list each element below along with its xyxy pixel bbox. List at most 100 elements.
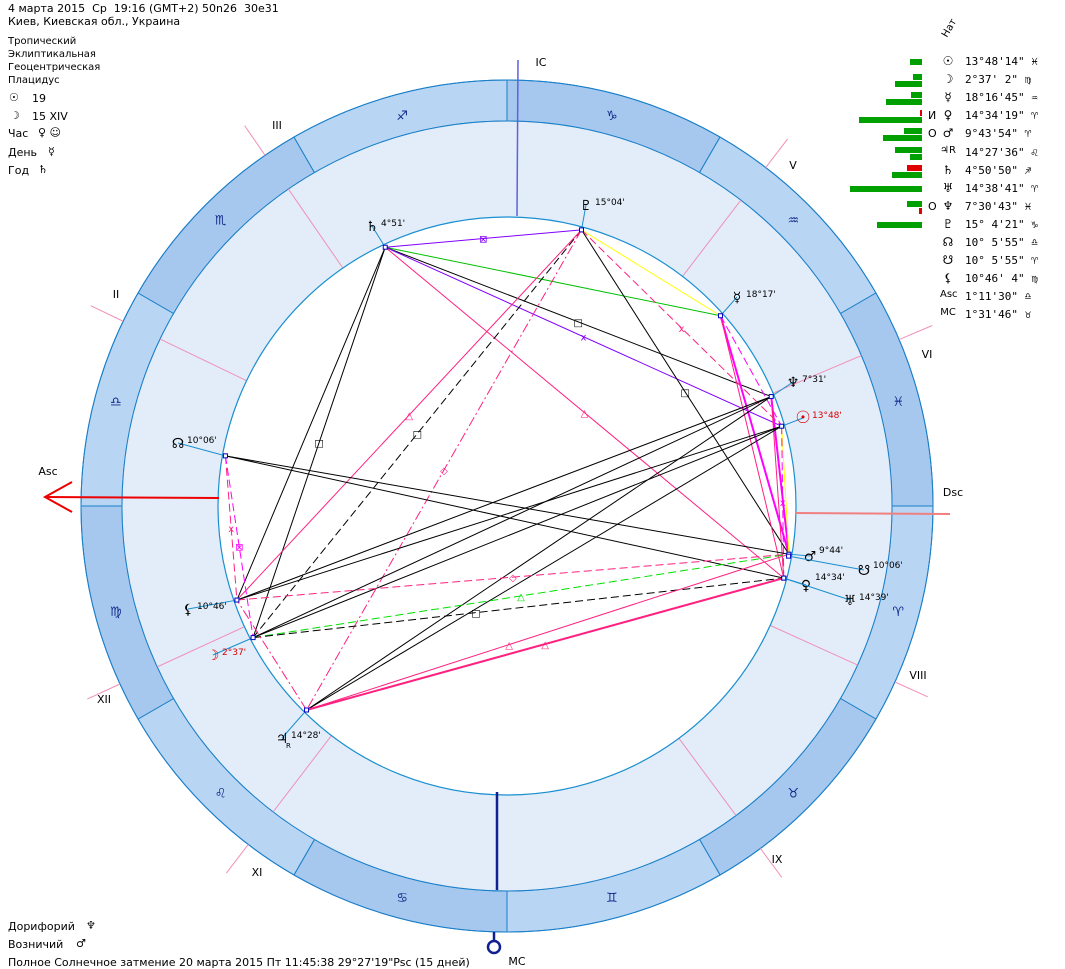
aspect-symbol: ⊠: [235, 543, 243, 554]
planet-glyph: ♂: [942, 126, 954, 141]
house-number-label: IX: [772, 853, 783, 866]
dsc-axis-line: [794, 512, 951, 515]
aspect-symbol: ◇: [509, 573, 517, 584]
planet-point: [222, 453, 228, 459]
asc-axis-line: [44, 496, 220, 499]
aspect-symbol: □: [574, 318, 583, 329]
planet-connector: [781, 417, 804, 427]
planet-point: [234, 597, 240, 603]
fixed-star-2-planet: ♂: [76, 937, 86, 950]
planet-position: 9°43'54" ♈: [965, 127, 1032, 141]
aspect-symbol: □: [471, 609, 480, 620]
house-cusp-line: [272, 735, 332, 813]
planet-position: 10° 5'55" ♎: [965, 236, 1038, 249]
strength-bar: [907, 200, 922, 207]
saturn-icon: ♄: [366, 219, 379, 235]
aspect-line-node-lilith: [224, 455, 238, 601]
saturn-degree-label: 4°51': [381, 219, 405, 229]
venus-degree-label: 14°34': [815, 573, 845, 583]
year-ruler: ♄: [38, 163, 48, 176]
zodiac-sign-icon: ♏: [215, 214, 227, 229]
table-row: ☊10° 5'55" ♎: [840, 235, 1065, 253]
table-row: ♇15° 4'21" ♑: [840, 217, 1065, 235]
mc-circle-icon: [486, 939, 502, 955]
house-number-label: II: [113, 288, 120, 301]
planet-connector: [720, 296, 738, 317]
aspect-symbol: x: [580, 333, 586, 344]
fixed-star-2-label: Возничий: [8, 938, 64, 951]
planet-glyph: ⚸: [943, 271, 953, 286]
zodiac-sign-icon: ♓: [892, 395, 904, 410]
year-label: Год: [8, 164, 30, 177]
zodiac-sign-icon: ♒: [788, 214, 800, 229]
aspect-line-mercury-venus: [720, 315, 785, 579]
eclipse-info: Полное Солнечное затмение 20 марта 2015 …: [8, 956, 470, 969]
aspect-symbol: □: [680, 388, 689, 399]
zodiac-sign-icon: ♑: [606, 109, 618, 124]
house-cusp-line: [678, 738, 737, 816]
planet-position: 10° 5'55" ♈: [965, 254, 1038, 268]
planet-position: 1°11'30" ♎: [965, 290, 1032, 304]
aspect-line-neptune-venus: [770, 396, 785, 579]
planet-position: 14°38'41" ♈: [965, 181, 1038, 195]
neptune-degree-label: 7°31': [802, 375, 826, 385]
planet-point: [382, 244, 388, 250]
planet-glyph: ☉: [942, 54, 954, 68]
dignity-mark: О: [928, 127, 937, 141]
aspect-symbol: △: [405, 411, 413, 422]
strength-bar: [919, 207, 922, 214]
planet-point: [786, 553, 792, 559]
table-row: ♄ 4°50'50" ♐: [840, 163, 1065, 181]
aspect-symbol: △: [517, 592, 525, 603]
house-cusp-line: [225, 844, 249, 874]
strength-bar: [859, 117, 922, 124]
strength-bar: [904, 128, 922, 135]
planet-connector: [581, 204, 587, 230]
table-row: ⚸10°46' 4" ♍: [840, 271, 1065, 289]
planet-glyph: ☋: [942, 253, 954, 268]
aspect-line-saturn-moon: [252, 247, 386, 638]
planet-glyph: ☽: [942, 72, 954, 87]
node-icon: ☊: [172, 436, 184, 452]
planet-glyph: ♄: [942, 162, 954, 177]
aspect-line-saturn-neptune: [385, 246, 772, 398]
mars-degree-label: 9°44': [819, 546, 843, 556]
aspect-line-pluto-moon: [252, 229, 582, 638]
strength-bar: [877, 221, 922, 228]
aspect-symbol: □: [314, 438, 323, 449]
aspect-symbol: ◇: [440, 466, 448, 477]
mercury-icon: ☿: [733, 290, 742, 306]
strength-bar: [911, 92, 922, 99]
snode-icon: ☋: [858, 563, 870, 579]
planet-glyph: ♀: [943, 108, 953, 123]
house-cusp-line: [682, 199, 742, 277]
planet-glyph: ♃R: [940, 144, 956, 156]
planet-position: 18°16'45" ♒: [965, 91, 1038, 105]
aspect-line-node-moon: [224, 455, 254, 638]
mc-label: MC: [508, 955, 525, 968]
house-cusp-line: [772, 355, 862, 394]
chart-location-line: Киев, Киевская обл., Украина: [8, 15, 181, 28]
sun-day-value: 19: [32, 92, 46, 105]
moon-day-icon: ☽: [10, 109, 20, 122]
aspect-symbol: □: [413, 430, 422, 441]
moon-icon: ☽: [207, 648, 220, 664]
venus-icon: ♀: [801, 578, 811, 594]
neptune-icon: ♆: [787, 375, 800, 391]
planet-connector: [783, 577, 851, 601]
planet-connector: [177, 442, 226, 457]
aspect-symbol: △: [581, 409, 589, 420]
zodiac-sign-icon: ♐: [396, 109, 408, 124]
asc-label: Asc: [38, 465, 57, 478]
strength-bar: [907, 164, 922, 171]
table-row: О ♂ 9°43'54" ♈: [840, 126, 1065, 144]
house-cusp-line: [765, 138, 789, 168]
table-row: ♅14°38'41" ♈: [840, 181, 1065, 199]
aspect-line-lilith-neptune: [236, 396, 772, 601]
asc-arrow-icon: [42, 481, 73, 513]
planet-connector: [212, 637, 254, 656]
pluto-icon: ♇: [580, 198, 593, 214]
zodiac-sign-icon: ♈: [892, 605, 904, 620]
hour-rulers: ♀ ☺: [38, 126, 62, 139]
sun-icon: ☉: [795, 408, 810, 428]
